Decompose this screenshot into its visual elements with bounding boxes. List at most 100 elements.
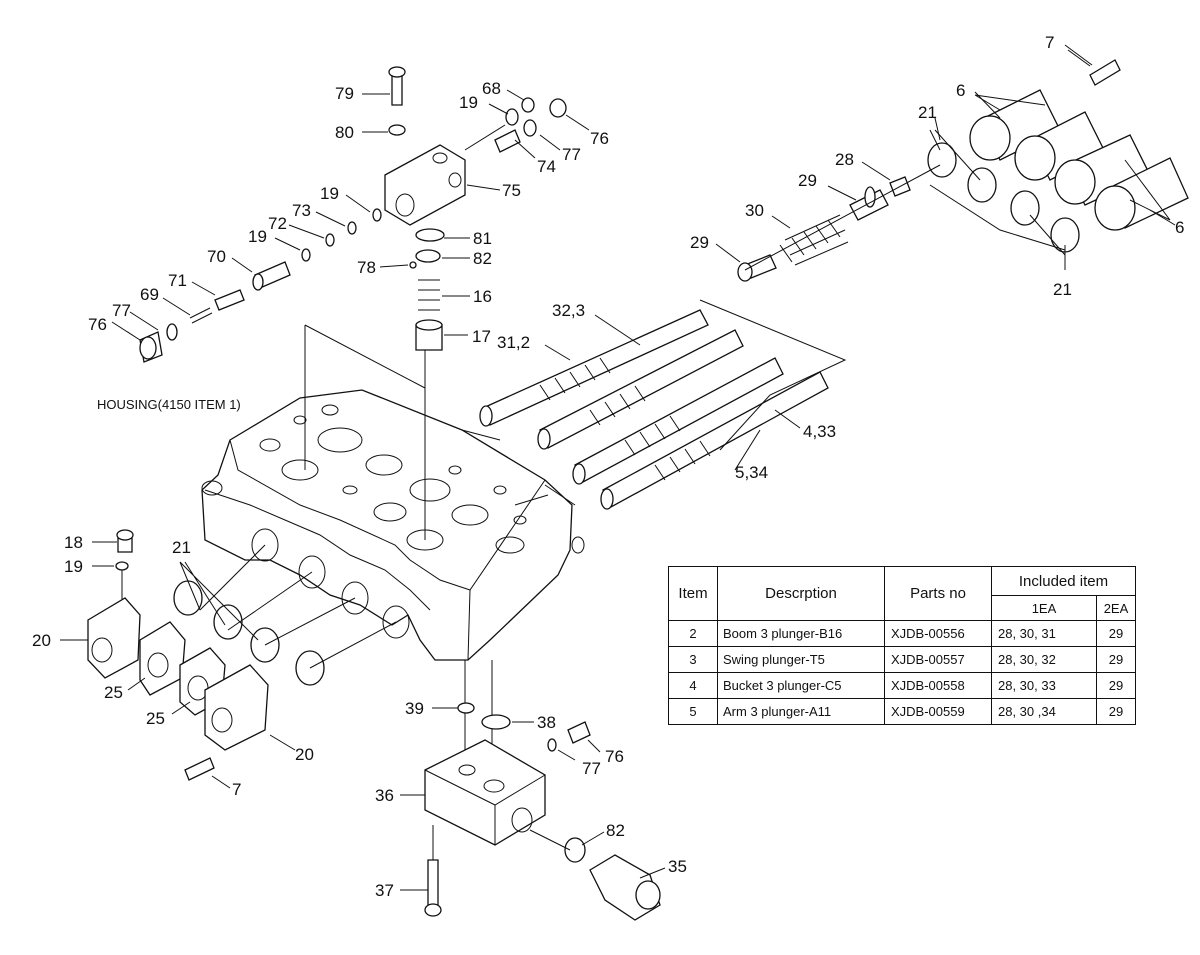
cell-parts-no: XJDB-00557 [884, 646, 992, 673]
end-cover-3 [1054, 134, 1151, 206]
callout-label: 37 [375, 881, 394, 900]
relief-valve-parts [139, 208, 382, 363]
bottom-block-group [424, 660, 661, 921]
table-row: 4 Bucket 3 plunger-C5 XJDB-00558 28, 30,… [668, 672, 1136, 699]
callout-label: 7 [232, 780, 241, 799]
callout-label: 76 [605, 747, 624, 766]
cell-1ea: 28, 30, 33 [991, 672, 1097, 699]
header-included-item: Included item [991, 566, 1136, 596]
callout-label: 70 [207, 247, 226, 266]
spool-boom [479, 309, 709, 427]
callout-label: 6 [956, 81, 965, 100]
callout-label: 18 [64, 533, 83, 552]
callout-label: 28 [835, 150, 854, 169]
cell-item: 5 [668, 698, 718, 725]
callout-label: 81 [473, 229, 492, 248]
cell-parts-no: XJDB-00559 [884, 698, 992, 725]
end-cover-group [927, 89, 1189, 256]
header-description: Descrption [717, 566, 885, 621]
callout-label: 25 [146, 709, 165, 728]
callout-label: 77 [562, 145, 581, 164]
callout-label: 17 [472, 327, 491, 346]
end-cover-4 [1094, 157, 1189, 231]
spool-bucket [572, 357, 784, 485]
cell-item: 2 [668, 620, 718, 647]
cell-description: Bucket 3 plunger-C5 [717, 672, 885, 699]
header-2ea: 2EA [1096, 595, 1136, 621]
callout-label: 4,33 [803, 422, 836, 441]
callout-label: 79 [335, 84, 354, 103]
callout-label: 19 [248, 227, 267, 246]
parts-table: Item Descrption Parts no Included item 1… [668, 566, 1136, 725]
callout-label: 76 [590, 129, 609, 148]
cell-2ea: 29 [1096, 646, 1136, 673]
cell-item: 3 [668, 646, 718, 673]
callout-label: 6 [1175, 218, 1184, 237]
callout-label: 7 [1045, 33, 1054, 52]
spring-retainer-group [737, 164, 941, 282]
valve-housing [201, 389, 585, 661]
callout-label: 77 [582, 759, 601, 778]
header-item: Item [668, 566, 718, 621]
callout-label: 20 [295, 745, 314, 764]
callout-label: 19 [459, 93, 478, 112]
callout-label: 31,2 [497, 333, 530, 352]
table-row: 5 Arm 3 plunger-A11 XJDB-00559 28, 30 ,3… [668, 698, 1136, 725]
callout-label: 76 [88, 315, 107, 334]
callout-label: 74 [537, 157, 556, 176]
callout-label: 82 [473, 249, 492, 268]
cell-2ea: 29 [1096, 620, 1136, 647]
cell-parts-no: XJDB-00558 [884, 672, 992, 699]
callout-label: 35 [668, 857, 687, 876]
bolt-top-right [1064, 44, 1121, 86]
callout-label: 39 [405, 699, 424, 718]
callout-label: 29 [798, 171, 817, 190]
callout-label: 75 [502, 181, 521, 200]
callout-label: 77 [112, 301, 131, 320]
callout-label: 68 [482, 79, 501, 98]
callout-label: 36 [375, 786, 394, 805]
callout-label: 71 [168, 271, 187, 290]
callout-label: 19 [320, 184, 339, 203]
cell-description: Swing plunger-T5 [717, 646, 885, 673]
table-row: 3 Swing plunger-T5 XJDB-00557 28, 30, 32… [668, 646, 1136, 673]
top-cover-block [384, 124, 521, 226]
callout-label: 80 [335, 123, 354, 142]
callout-label: 16 [473, 287, 492, 306]
callout-label: 69 [140, 285, 159, 304]
callout-label: 21 [1053, 280, 1072, 299]
cell-1ea: 28, 30 ,34 [991, 698, 1097, 725]
callout-label: 29 [690, 233, 709, 252]
cell-parts-no: XJDB-00556 [884, 620, 992, 647]
callout-label: 21 [172, 538, 191, 557]
housing-label: HOUSING(4150 ITEM 1) [97, 397, 241, 412]
callout-label: 19 [64, 557, 83, 576]
callout-label: 82 [606, 821, 625, 840]
cell-description: Boom 3 plunger-B16 [717, 620, 885, 647]
cell-2ea: 29 [1096, 672, 1136, 699]
left-end-covers [87, 529, 397, 781]
header-1ea: 1EA [991, 595, 1097, 621]
callout-labels: 7 6 21 6 21 28 29 30 29 79 68 19 76 77 7… [32, 33, 1184, 900]
callout-label: 21 [918, 103, 937, 122]
spool-arm [600, 371, 829, 510]
callout-label: 20 [32, 631, 51, 650]
callout-label: 32,3 [552, 301, 585, 320]
cell-2ea: 29 [1096, 698, 1136, 725]
small-parts-top [388, 66, 567, 351]
cell-item: 4 [668, 672, 718, 699]
callout-label: 25 [104, 683, 123, 702]
callout-label: 72 [268, 214, 287, 233]
spool-swing [537, 329, 744, 450]
callout-label: 5,34 [735, 463, 768, 482]
callout-label: 30 [745, 201, 764, 220]
callout-label: 73 [292, 201, 311, 220]
end-cover-1 [969, 89, 1061, 161]
table-row: 2 Boom 3 plunger-B16 XJDB-00556 28, 30, … [668, 620, 1136, 647]
cell-1ea: 28, 30, 31 [991, 620, 1097, 647]
cell-description: Arm 3 plunger-A11 [717, 698, 885, 725]
leader-lines [60, 49, 1176, 891]
header-parts-no: Parts no [884, 566, 992, 621]
